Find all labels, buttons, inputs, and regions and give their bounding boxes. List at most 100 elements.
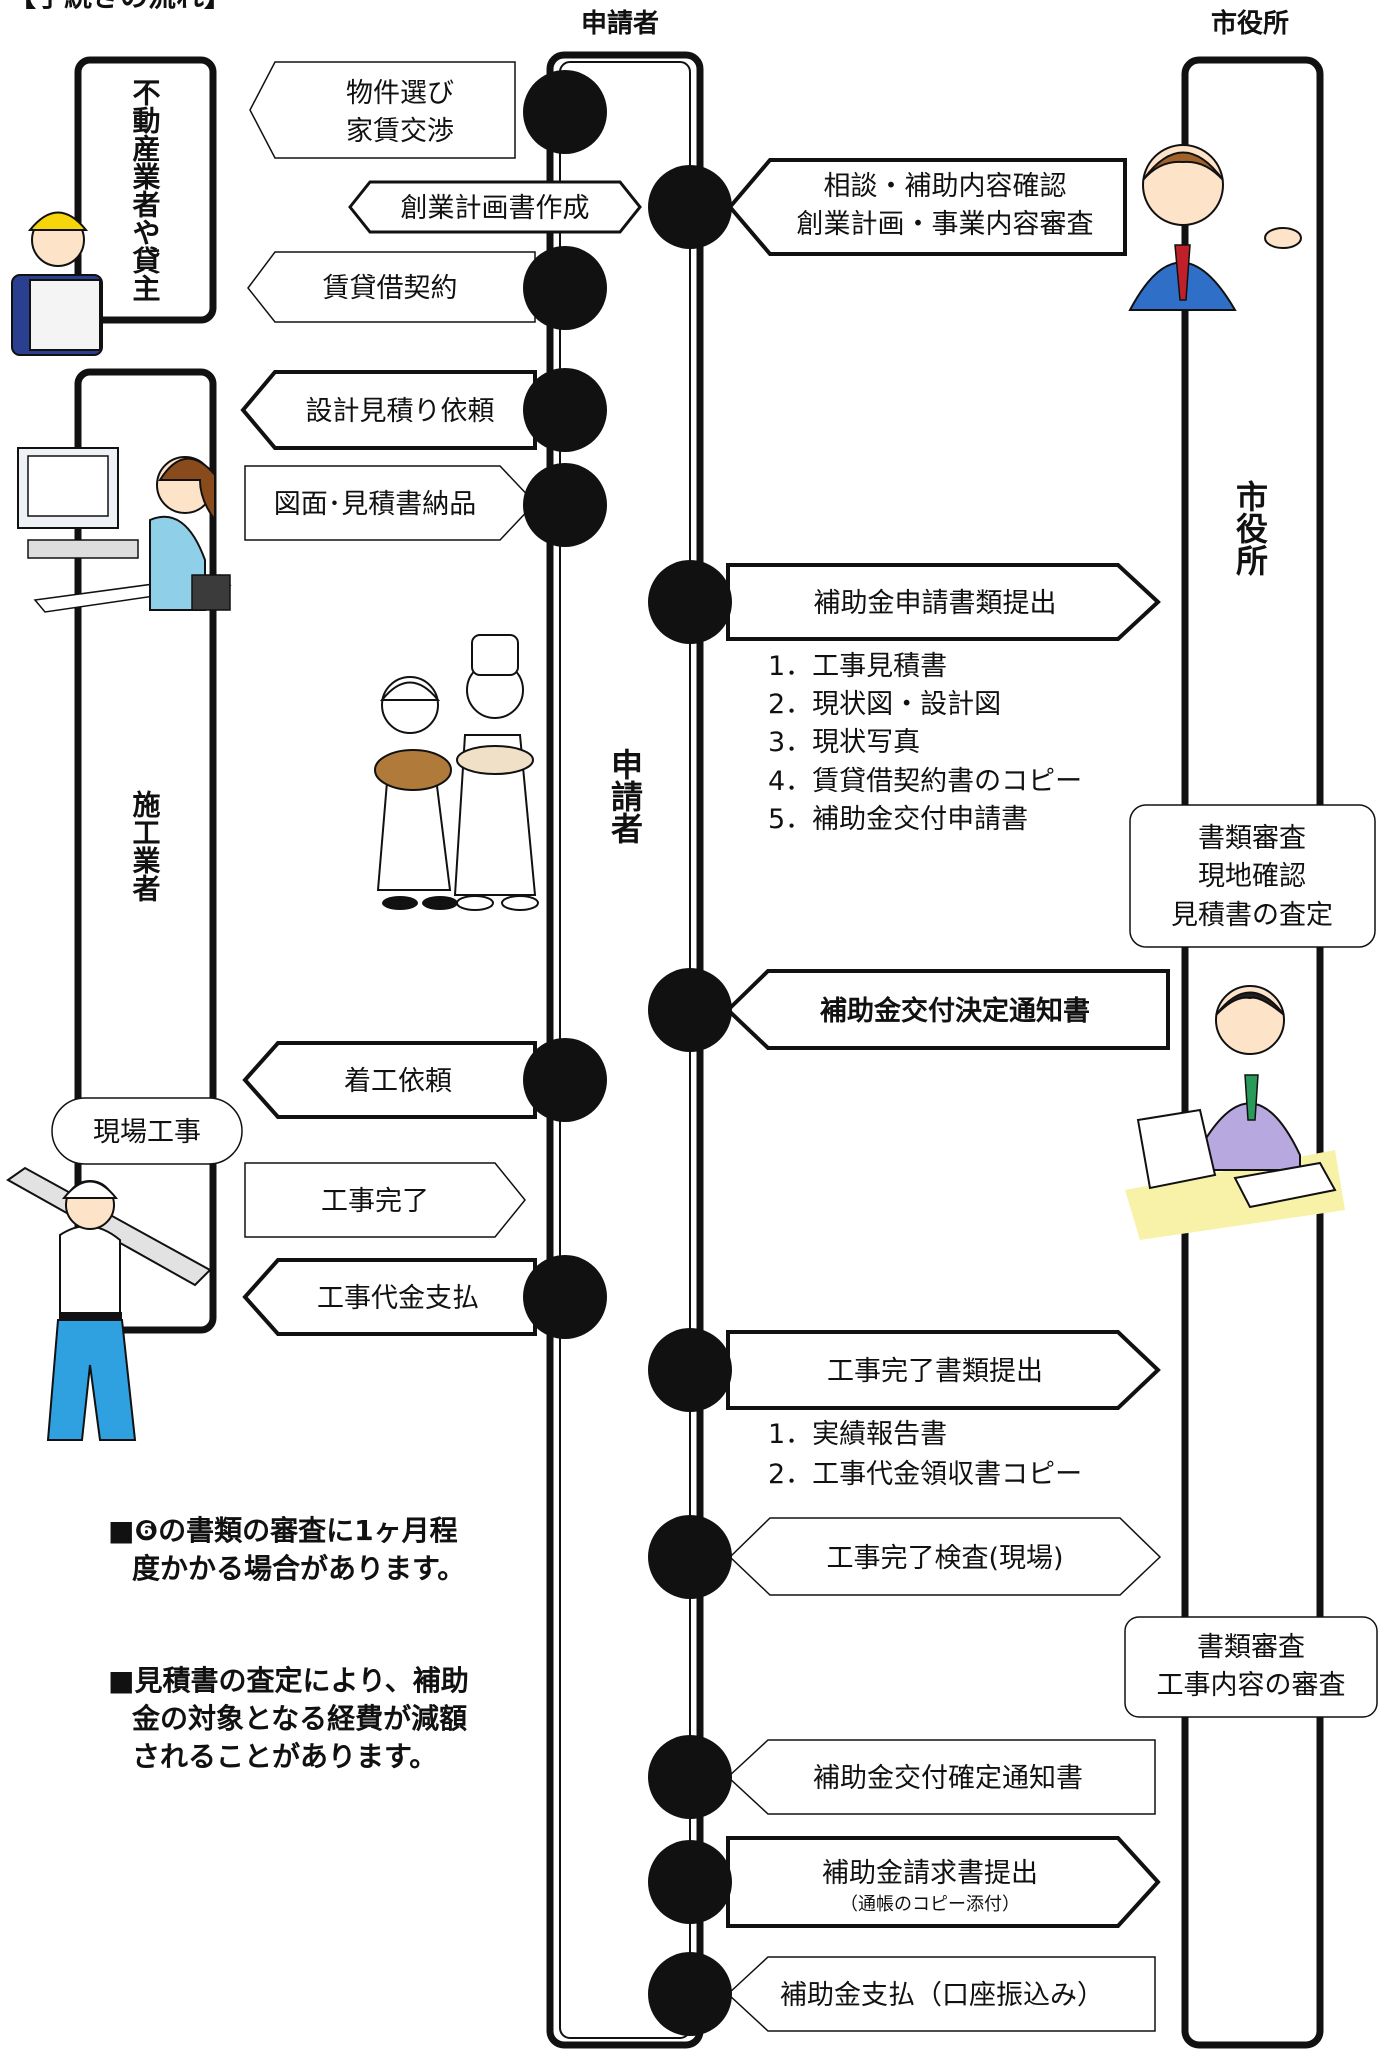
doc-6-item-2: 2．現状図・設計図 [768, 689, 1001, 720]
landlord-figure [11, 211, 103, 356]
step-2-right-label-line2: 創業計画・事業内容審査 [797, 209, 1094, 240]
step-14-badge [648, 1952, 732, 2036]
step-8-badge [523, 1038, 607, 1122]
cityhall-staff-figure [1128, 144, 1302, 311]
step-10-box [726, 1330, 1161, 1410]
step-2-left-box [348, 180, 642, 234]
contractor-lane-label: 施工業者 [129, 790, 162, 902]
step-7-label: 補助金交付決定通知書 [819, 995, 1090, 1027]
construction-worker-figure [6, 1166, 212, 1441]
step-11-number: 11 [655, 1530, 725, 1588]
note-2-line1: ■見積書の査定により、補助 [108, 1664, 469, 1697]
step-12-box [726, 1739, 1156, 1815]
doc-10-item-1: 1．実績報告書 [768, 1419, 947, 1450]
step-9-number: 9 [543, 1262, 588, 1336]
landlord-lane [74, 56, 217, 324]
step-7-number: 7 [668, 975, 713, 1049]
step-11-badge [648, 1515, 732, 1599]
contractor-lane [74, 368, 217, 1334]
step-3-label: 賃貸借契約 [323, 273, 458, 304]
site-work-label: 現場工事 [93, 1117, 201, 1148]
applicant-header: 申請者 [581, 8, 659, 39]
step-2-right-box [727, 158, 1127, 256]
step-13-box [726, 1836, 1161, 1928]
doc-6-item-3: 3．現状写真 [768, 727, 920, 758]
step-14-box [726, 1956, 1156, 2032]
step-6-badge [648, 560, 732, 644]
step-4-number: 4 [543, 375, 588, 449]
step-5-badge [523, 463, 607, 547]
step-9-label: 工事代金支払 [317, 1283, 479, 1314]
step-6-label: 補助金申請書類提出 [814, 588, 1057, 619]
step-13-number: 13 [655, 1855, 725, 1913]
doc-6-item-5: 5．補助金交付申請書 [768, 804, 1028, 835]
work-complete-frame [244, 1162, 526, 1238]
step-3: 賃貸借契約 3 [247, 246, 607, 330]
step-1-box [249, 61, 516, 159]
step-11-box [728, 1517, 1162, 1596]
step-11-label: 工事完了検査(現場) [826, 1543, 1063, 1574]
doc-6-item-1: 1．工事見積書 [768, 651, 947, 682]
landlord-lane-label: 不動産業者や貸主 [129, 78, 162, 302]
step-12-label: 補助金交付確定通知書 [813, 1763, 1083, 1794]
review-box-1: 書類審査 現地確認 見積書の査定 [1129, 804, 1376, 948]
review-box-2-line1: 書類審査 [1197, 1632, 1305, 1663]
designer-at-computer-figure [17, 447, 232, 613]
review-box-1-line1: 書類審査 [1198, 823, 1306, 854]
step-13: 補助金請求書提出 （通帳のコピー添付） 13 [648, 1836, 1161, 1928]
step-9: 工事代金支払 9 [242, 1255, 607, 1339]
note-2-line3: されることがあります。 [132, 1740, 437, 1773]
bakers-figure [374, 634, 539, 911]
step-2: 創業計画書作成 相談・補助内容確認 創業計画・事業内容審査 2 [348, 158, 1127, 256]
review-box-2-line2: 工事内容の審査 [1157, 1670, 1346, 1701]
step-4: 設計見積り依頼 4 [240, 368, 607, 452]
step-6-box [726, 563, 1161, 641]
step-1-label-line2: 家賃交渉 [346, 116, 454, 147]
step-10-label: 工事完了書類提出 [827, 1356, 1043, 1387]
step-14-label: 補助金支払（口座振込み） [780, 1980, 1104, 2011]
step-6: 補助金申請書類提出 6 [648, 560, 1161, 644]
step-12-number: 12 [655, 1750, 725, 1808]
documents-list-6: 1．工事見積書 2．現状図・設計図 3．現状写真 4．賃貸借契約書のコピー 5．… [768, 651, 1082, 835]
site-work-box: 現場工事 [51, 1097, 243, 1165]
step-8: 着工依頼 8 [242, 1038, 607, 1122]
step-7-box [725, 969, 1170, 1050]
step-3-badge [523, 246, 607, 330]
step-14: 補助金支払（口座振込み） 14 [648, 1952, 1156, 2036]
step-5-box [244, 465, 537, 541]
cityhall-lane-label: 市役所 [1231, 479, 1269, 577]
step-5: 図面･見積書納品 5 [244, 463, 607, 547]
notes: ■❻の書類の審査に1ヶ月程 度かかる場合があります。 ■見積書の査定により、補助… [108, 1514, 469, 1773]
step-2-right-label-line1: 相談・補助内容確認 [824, 171, 1067, 202]
step-8-number: 8 [543, 1045, 588, 1119]
step-6-number: 6 [668, 567, 713, 641]
step-11: 工事完了検査(現場) 11 [648, 1515, 1162, 1599]
step-13-sublabel: （通帳のコピー添付） [840, 1894, 1020, 1915]
review-box-1-frame [1129, 804, 1376, 948]
step-7: 補助金交付決定通知書 7 [648, 968, 1170, 1052]
step-1: 物件選び 家賃交渉 1 [249, 61, 607, 159]
office-worker-laptop-figure [1125, 985, 1345, 1240]
step-13-badge [648, 1840, 732, 1924]
doc-6-item-4: 4．賃貸借契約書のコピー [768, 766, 1082, 797]
step-4-badge [523, 368, 607, 452]
cityhall-header: 市役所 [1211, 8, 1289, 39]
page-title: 【手続きの流れ】 [8, 0, 232, 13]
step-2-badge [648, 165, 732, 249]
review-box-1-line3: 見積書の査定 [1171, 900, 1333, 931]
step-10-number: 10 [655, 1343, 725, 1401]
site-work-frame [51, 1097, 243, 1165]
review-box-2: 書類審査 工事内容の審査 [1124, 1616, 1378, 1718]
step-14-number: 14 [655, 1967, 725, 2025]
work-complete-box: 工事完了 [244, 1162, 526, 1238]
step-4-label: 設計見積り依頼 [306, 396, 495, 427]
step-12-badge [648, 1735, 732, 1819]
step-3-number: 3 [543, 253, 588, 327]
step-2-number: 2 [668, 172, 713, 246]
step-1-number: 1 [543, 77, 588, 151]
review-box-2-frame [1124, 1616, 1378, 1718]
step-5-label: 図面･見積書納品 [274, 489, 477, 520]
note-1-line2: 度かかる場合があります。 [132, 1552, 465, 1585]
step-2-left-label: 創業計画書作成 [401, 193, 590, 224]
documents-list-10: 1．実績報告書 2．工事代金領収書コピー [768, 1419, 1082, 1490]
